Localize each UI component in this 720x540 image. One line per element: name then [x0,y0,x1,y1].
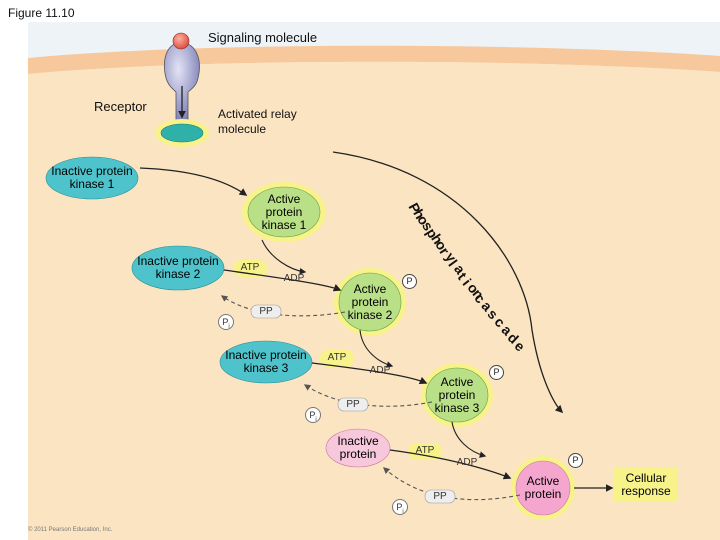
signaling-molecule-icon [172,32,190,50]
receptor-label: Receptor [94,99,147,114]
adp1-label: ADP [283,273,305,284]
kinase3-inactive-label: Inactive protein kinase 3 [225,348,307,375]
kinase3-phosphate-badge: P [489,365,504,380]
adp2-label: ADP [369,365,391,376]
pi3-badge: Pi [392,499,408,515]
kinase2-active-shape [338,272,402,332]
pp1-label: PP [259,306,273,317]
kinase1-phosphorylation-arrow [223,269,342,292]
kinase3-phosphorylation-arrow [389,449,512,480]
atp3-label: ATP [415,445,435,456]
pp1-pill [250,304,282,319]
atp1-label: ATP [240,262,260,273]
pi1-badge: Pi [218,314,234,330]
copyright-notice: © 2011 Pearson Education, Inc. [28,527,113,533]
kinase1-active-shape [247,186,321,238]
kinase3-catalysis-arrow [451,421,487,458]
atp3-pill-glow [408,443,442,460]
figure-label: Figure 11.10 [8,6,75,20]
kinase1-inactive-shape [45,156,139,200]
relay-to-kinase1-arrow [139,167,248,196]
kinase2-catalysis-arrow [359,329,394,368]
kinase3-active-label: Active protein kinase 3 [434,374,480,415]
atp2-pill-glow [320,350,354,367]
signaling-molecule-label: Signaling molecule [208,30,318,45]
relay-label: Activated relay molecule [218,107,297,136]
pi2-badge: Pi [305,407,321,423]
cascade-arrow [332,151,564,414]
pp3-label: PP [433,491,447,502]
kinase3-active-shape [425,367,489,423]
kinase2-inactive-shape [131,245,225,291]
kinase2-dephosphorylation-arrow [220,295,346,317]
kinase2-phosphate-badge: P [402,274,417,289]
cellular-response-label: Cellular response [621,471,671,498]
kinase2-phosphorylation-arrow [311,362,428,385]
atp2-label: ATP [327,352,347,363]
kinase3-inactive-shape [219,340,313,384]
plasma-membrane [28,45,720,74]
kinase1-catalysis-arrow [261,239,307,275]
protein-inactive-label: Inactive protein [337,434,379,461]
protein-phosphate-badge: P [568,453,583,468]
adp3-label: ADP [456,457,478,468]
kinase1-inactive-label: Inactive protein kinase 1 [51,164,133,191]
pp2-pill [337,397,369,412]
pp3-pill [424,489,456,504]
cellular-response-box [614,468,678,502]
pp2-label: PP [346,399,360,410]
kinase1-active-label: Active protein kinase 1 [261,191,307,232]
protein-inactive-shape [325,428,391,468]
protein-active-label: Active protein [524,474,562,501]
kinase2-inactive-label: Inactive protein kinase 2 [137,254,219,281]
relay-molecule-icon [160,123,204,143]
protein-active-shape [515,460,571,516]
kinase2-active-label: Active protein kinase 2 [347,281,393,322]
